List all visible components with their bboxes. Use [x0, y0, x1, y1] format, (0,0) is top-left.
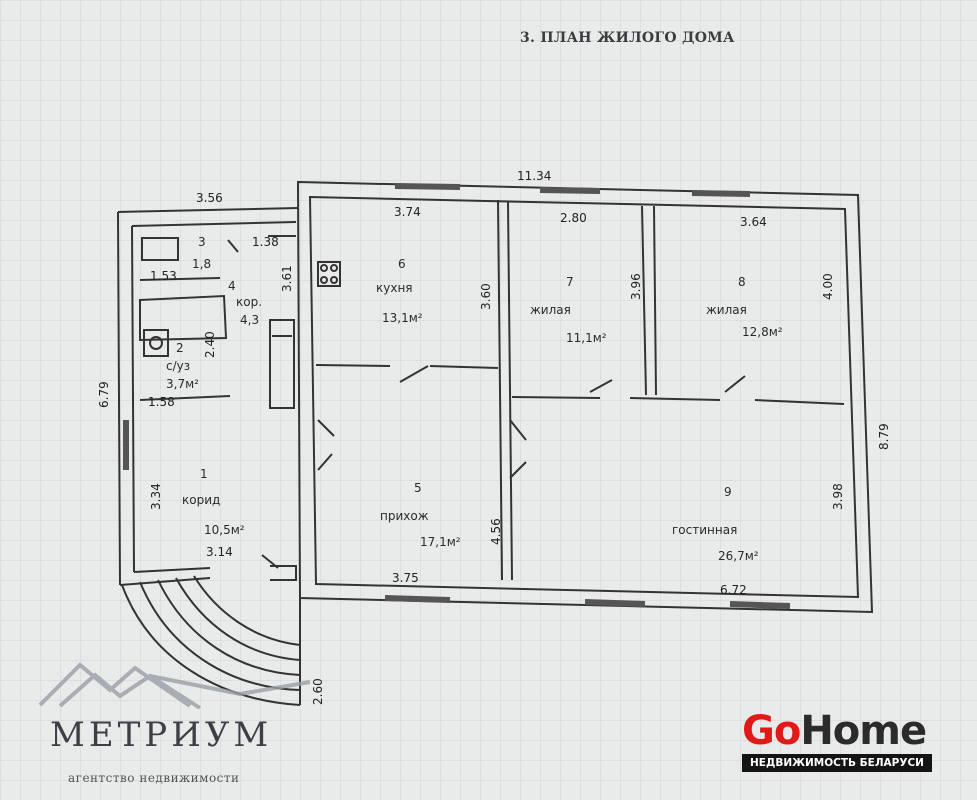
metrium-logo-text: МЕТРИУМ	[50, 715, 273, 755]
dim-room7-side: 3.96	[629, 273, 643, 300]
dim-living-side: 3.98	[831, 483, 845, 510]
dim-room8-top: 3.64	[740, 215, 767, 229]
gohome-logo: GoHome	[742, 708, 927, 754]
gohome-subtitle: НЕДВИЖИМОСТЬ БЕЛАРУСИ	[742, 754, 932, 772]
hall-number: 5	[414, 481, 422, 495]
room8-number: 8	[738, 275, 746, 289]
kitchen-name: кухня	[376, 281, 413, 295]
room4-number: 4	[228, 279, 236, 293]
dim-room7-top: 2.80	[560, 211, 587, 225]
walls	[117, 180, 874, 706]
corridor-area: 10,5м²	[204, 523, 245, 537]
dim-room8-side: 4.00	[821, 273, 835, 300]
dim-living-bottom: 6.72	[720, 583, 747, 597]
kitchen-number: 6	[398, 257, 406, 271]
dim-small-2: 3.61	[280, 265, 294, 292]
room-labels: 3 1,8 4 кор. 4,3 2 с/уз 3,7м² 1 корид 10…	[166, 235, 783, 563]
corridor-name: корид	[182, 493, 220, 507]
living-area: 26,7м²	[718, 549, 759, 563]
hall-name: прихож	[380, 509, 429, 523]
dim-small-4: 1.58	[148, 395, 175, 409]
room4-name: кор.	[236, 295, 262, 309]
hall-area: 17,1м²	[420, 535, 461, 549]
dim-small-3: 1.53	[150, 269, 177, 283]
room2-area: 3,7м²	[166, 377, 199, 391]
room8-area: 12,8м²	[742, 325, 783, 339]
living-name: гостинная	[672, 523, 737, 537]
gohome-go: Go	[742, 708, 801, 754]
dim-kitchen-side: 3.60	[479, 283, 493, 310]
dim-bottom-stair: 2.60	[311, 678, 325, 705]
room7-name: жилая	[530, 303, 571, 317]
dim-hall-bottom: 3.75	[392, 571, 419, 585]
room7-number: 7	[566, 275, 574, 289]
living-number: 9	[724, 485, 732, 499]
room8-name: жилая	[706, 303, 747, 317]
gohome-home: Home	[800, 708, 927, 754]
dimension-labels: 11.34 3.56 3.74 2.80 3.64 3.75 6.72 3.14…	[97, 169, 891, 705]
corridor-number: 1	[200, 467, 208, 481]
room3-number: 3	[198, 235, 206, 249]
room2-number: 2	[176, 341, 184, 355]
page-title: 3. ПЛАН ЖИЛОГО ДОМА	[520, 30, 735, 46]
metrium-logo-mark	[38, 662, 311, 710]
room7-area: 11,1м²	[566, 331, 607, 345]
dim-left-total: 6.79	[97, 381, 111, 408]
room3-area: 1,8	[192, 257, 211, 271]
dim-corridor-side: 3.34	[149, 483, 163, 510]
dim-small-5: 2.40	[203, 331, 217, 358]
room4-area: 4,3	[240, 313, 259, 327]
dim-top-left: 3.56	[196, 191, 223, 205]
dim-corridor-bottom: 3.14	[206, 545, 233, 559]
metrium-subtitle: агентство недвижимости	[68, 771, 240, 785]
room2-name: с/уз	[166, 359, 190, 373]
kitchen-area: 13,1м²	[382, 311, 423, 325]
dim-kitchen-top: 3.74	[394, 205, 421, 219]
dim-right-total: 8.79	[877, 423, 891, 450]
dim-small-1: 1.38	[252, 235, 279, 249]
dim-hall-side: 4.56	[489, 518, 503, 545]
dim-top-total: 11.34	[517, 169, 551, 183]
